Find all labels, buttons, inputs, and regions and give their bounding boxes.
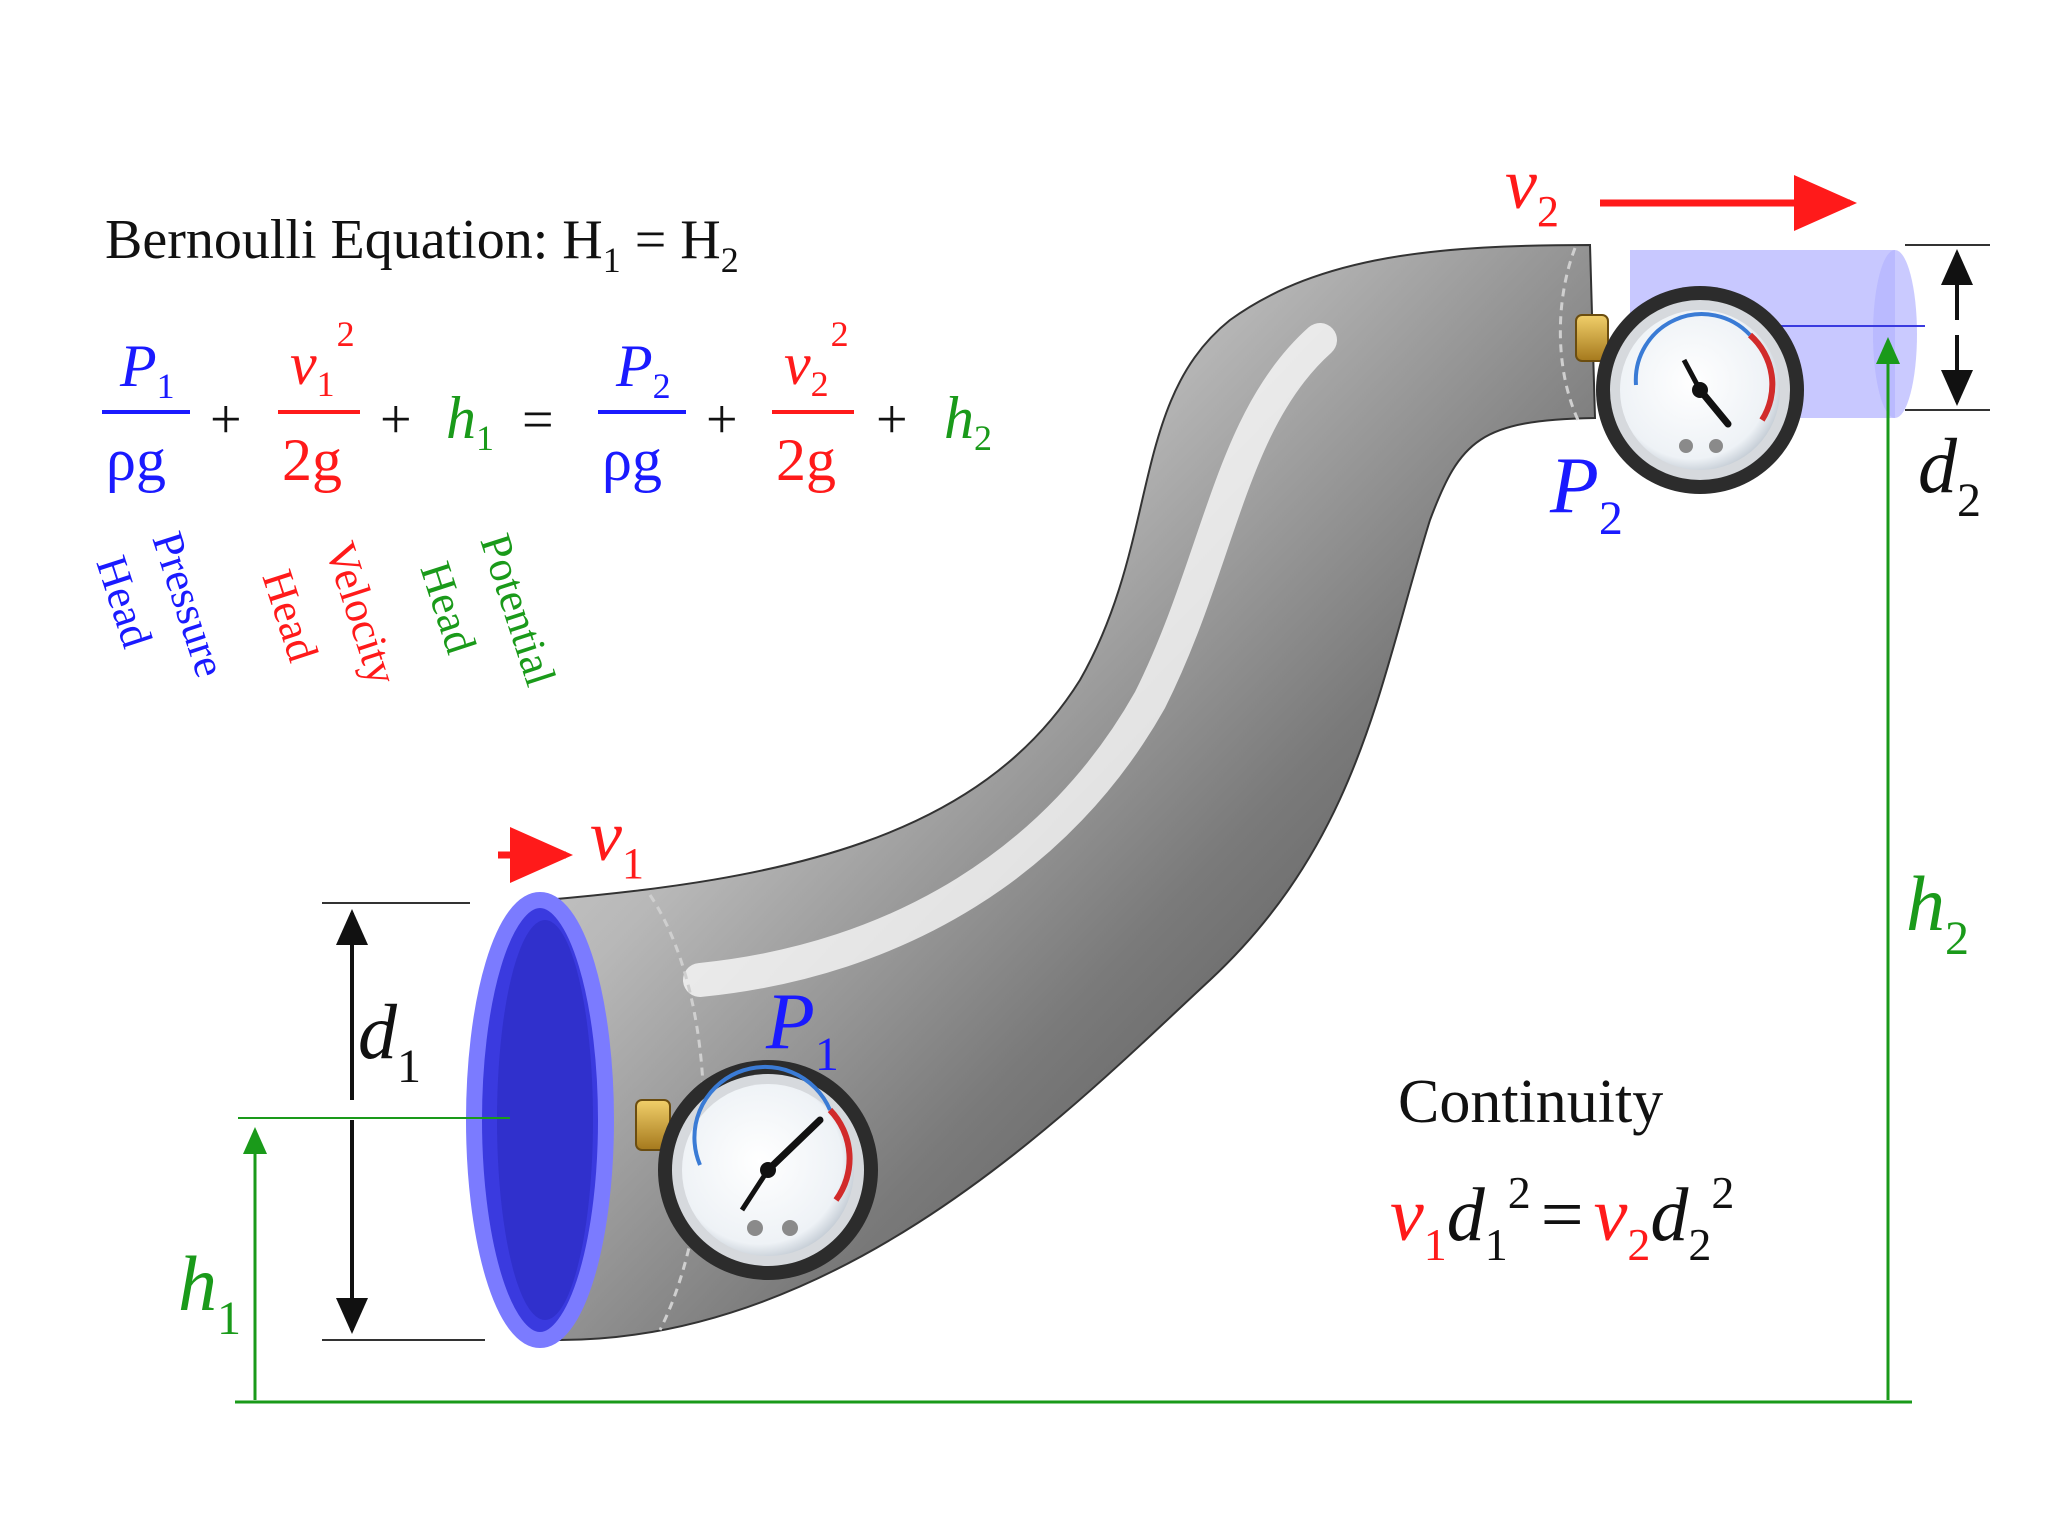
bernoulli-title: Bernoulli Equation: H1 = H2 bbox=[105, 209, 739, 280]
h1-label: h1 bbox=[178, 1240, 241, 1345]
velocity-head-label-line2: Head bbox=[252, 564, 327, 667]
term-velocity-1-denominator: 2g bbox=[282, 427, 342, 493]
v2-label: v2 bbox=[1505, 144, 1559, 236]
plus-2: + bbox=[380, 389, 412, 451]
head-labels: Pressure Head Velocity Head Potential He… bbox=[86, 526, 565, 692]
term-pressure-2-numerator: P2 bbox=[615, 333, 671, 406]
d1-label: d1 bbox=[358, 988, 421, 1093]
pressure-gauge-2 bbox=[1575, 286, 1804, 494]
pipe-inlet-inner bbox=[497, 920, 593, 1320]
v1-label: v1 bbox=[590, 796, 644, 888]
pipe-seam-inlet bbox=[648, 894, 706, 1331]
gauge-2-fitting bbox=[1575, 314, 1609, 362]
pressure-gauge-1 bbox=[635, 1060, 878, 1280]
term-velocity-1-numerator: v12 bbox=[290, 314, 355, 404]
potential-head-label-line2: Head bbox=[410, 556, 485, 659]
term-height-2: h2 bbox=[944, 385, 992, 458]
d2-label: d2 bbox=[1918, 422, 1981, 527]
d1-dimension: d1 bbox=[322, 902, 485, 1341]
h2-label: h2 bbox=[1906, 860, 1969, 965]
pipe-outlet-end bbox=[1873, 250, 1917, 418]
equals-sign: = bbox=[522, 389, 554, 451]
pipe-seam-outlet bbox=[1558, 247, 1580, 421]
potential-head-label-line1: Potential bbox=[470, 528, 565, 692]
plus-3: + bbox=[706, 389, 738, 451]
height-lines: h1 h2 bbox=[178, 337, 1969, 1404]
p2-label: P2 bbox=[1549, 442, 1623, 545]
term-velocity-2-denominator: 2g bbox=[776, 427, 836, 493]
pressure-head-label-line1: Pressure bbox=[142, 526, 235, 683]
term-pressure-1-denominator: ρg bbox=[106, 427, 166, 493]
bernoulli-equation: P1 ρg + v12 2g + h1 = P2 ρg + v22 2g + bbox=[102, 314, 992, 493]
term-pressure-2-denominator: ρg bbox=[602, 427, 662, 493]
plus-1: + bbox=[210, 389, 242, 451]
d2-dimension: d2 bbox=[1905, 244, 1990, 527]
term-height-1: h1 bbox=[446, 385, 494, 458]
continuity-block: Continuity v1d12=v2d22 bbox=[1390, 1068, 1734, 1270]
continuity-title: Continuity bbox=[1398, 1068, 1663, 1136]
velocity-head-label-line1: Velocity bbox=[315, 536, 407, 691]
plus-4: + bbox=[876, 389, 908, 451]
pipe-highlight bbox=[683, 323, 1337, 997]
term-pressure-1-numerator: P1 bbox=[119, 333, 175, 406]
p1-label: P1 bbox=[765, 978, 839, 1081]
term-velocity-2-numerator: v22 bbox=[784, 314, 849, 404]
continuity-equation: v1d12=v2d22 bbox=[1390, 1167, 1734, 1270]
